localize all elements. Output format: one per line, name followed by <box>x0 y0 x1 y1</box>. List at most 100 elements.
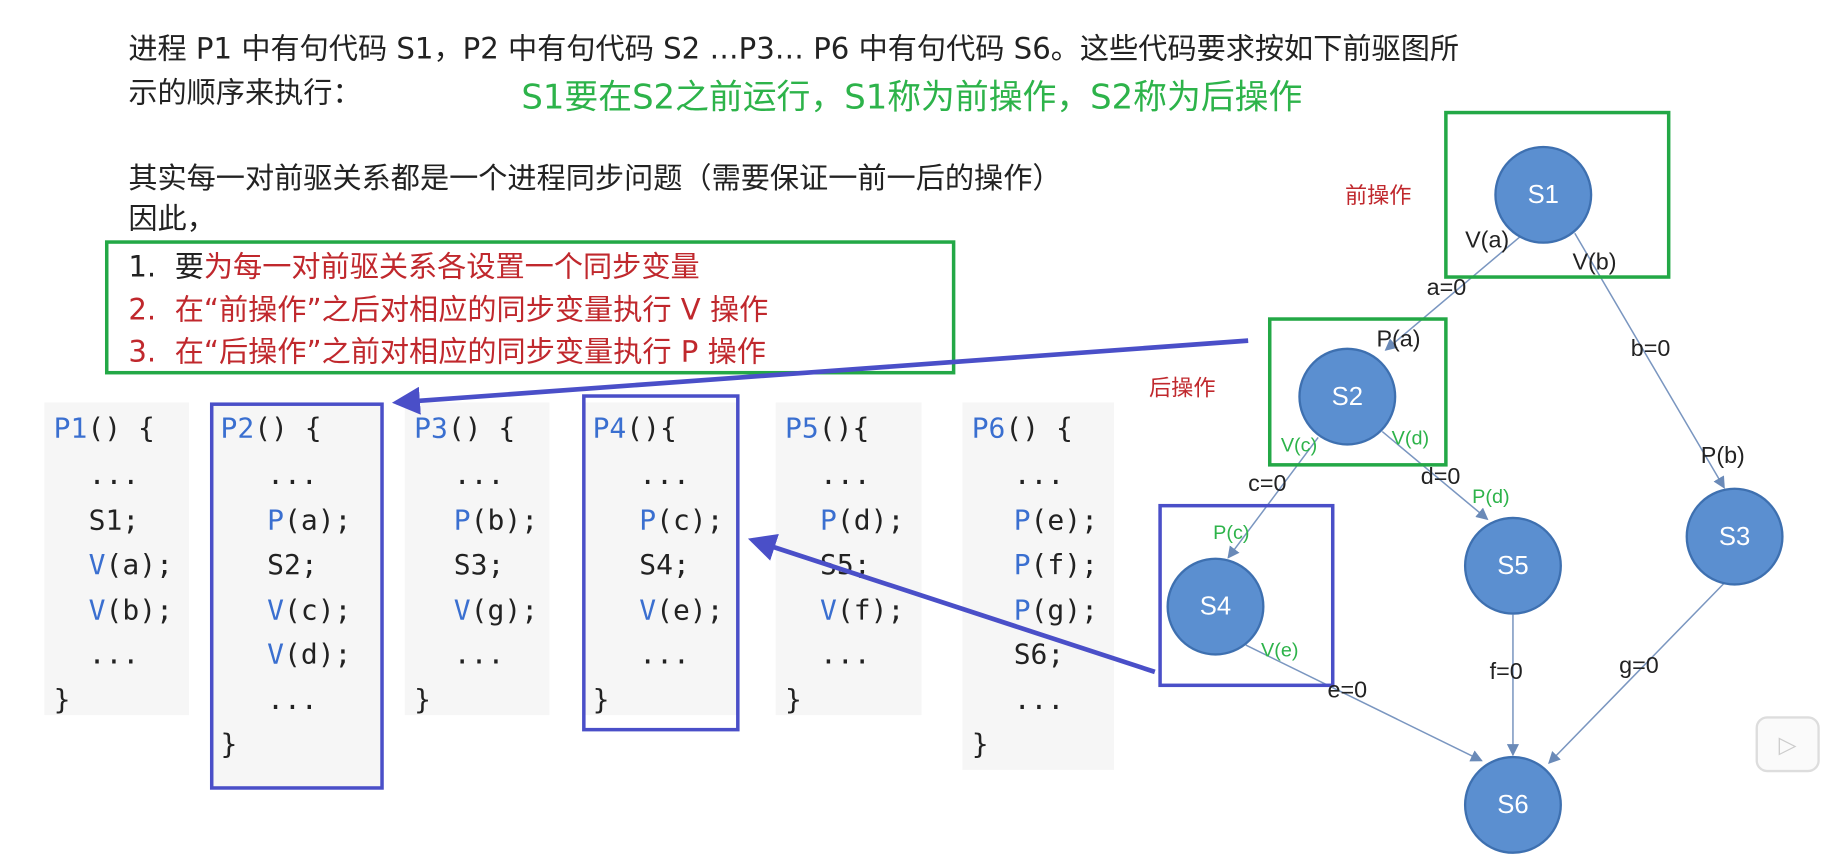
label-d0: d=0 <box>1420 464 1461 490</box>
intro-line-2: 示的顺序来执行： <box>128 75 362 110</box>
s2-highlight-box <box>1267 317 1448 467</box>
code-line: P(b); <box>454 503 538 536</box>
code-token: P5 <box>785 411 819 445</box>
rule-num: 3. <box>128 334 157 369</box>
code-line: V(c); <box>267 593 351 626</box>
code-panel-p2: P2() {...P(a);S2;V(c);V(d);...} <box>211 402 383 788</box>
code-header: P6() { <box>972 412 1073 445</box>
code-token: P6 <box>971 411 1006 445</box>
node-s3: S3 <box>1685 487 1784 586</box>
code-token: V <box>88 593 106 626</box>
rule-text: 在“前操作”之后对相应的同步变量执行 V 操作 <box>174 292 769 327</box>
code-token: ... <box>453 638 505 671</box>
code-line: ... <box>1014 458 1065 491</box>
code-token: (b); <box>470 503 539 537</box>
code-header: P1() { <box>54 412 155 445</box>
node-s6: S6 <box>1463 755 1562 854</box>
label-pd: P(d) <box>1472 485 1510 508</box>
code-token: P <box>1013 593 1031 626</box>
label-pc: P(c) <box>1213 521 1250 544</box>
code-end: } <box>593 683 610 716</box>
code-token: S6; <box>1013 638 1065 671</box>
code-token: P <box>267 503 284 537</box>
code-token: (e); <box>656 593 724 626</box>
code-token: V <box>267 593 284 626</box>
code-token: P <box>1013 503 1031 537</box>
arrow-to-p4 <box>747 534 1156 675</box>
code-token: ... <box>267 682 318 716</box>
code-panel-p6: P6() {...P(e);P(f);P(g);S6;...} <box>962 402 1115 770</box>
code-token: } <box>971 727 989 761</box>
code-token: S2; <box>267 548 318 581</box>
code-token: ... <box>453 458 505 492</box>
code-line: P(d); <box>820 503 904 536</box>
code-token: S3; <box>453 548 505 581</box>
code-line: P(g); <box>1014 593 1098 626</box>
rule-prefix: 要 <box>174 249 204 284</box>
edge-s3-s6 <box>1548 582 1725 764</box>
code-token: (f); <box>1030 548 1098 581</box>
label-pb: P(b) <box>1700 443 1745 469</box>
label-vd: V(d) <box>1391 426 1430 450</box>
green-note: S1要在S2之前运行，S1称为前操作，S2称为后操作 <box>521 76 1303 117</box>
label-b0: b=0 <box>1630 335 1671 362</box>
code-token: } <box>220 727 238 761</box>
rule-num: 2. <box>128 292 157 327</box>
rule-text: 为每一对前驱关系各设置一个同步变量 <box>203 249 700 284</box>
edge-s4-s6 <box>1245 644 1483 762</box>
code-token: ... <box>267 458 318 492</box>
code-token: V <box>88 548 106 581</box>
label-ve: V(e) <box>1260 639 1299 662</box>
code-token: ... <box>820 638 871 671</box>
code-line: S3; <box>454 548 505 581</box>
code-header: P4(){ <box>593 412 677 445</box>
code-line: ... <box>820 458 871 491</box>
code-token: () { <box>447 411 516 445</box>
code-line: V(g); <box>454 593 538 626</box>
code-token: } <box>53 682 71 716</box>
rule-text: 在“后操作”之前对相应的同步变量执行 P 操作 <box>174 334 766 369</box>
code-token: (d); <box>836 503 905 537</box>
code-token: ... <box>639 638 690 671</box>
post-op-label: 后操作 <box>1149 375 1216 402</box>
code-token: (c); <box>656 503 724 537</box>
code-line: V(f); <box>820 593 904 626</box>
intro-line-3: 其实每一对前驱关系都是一个进程同步问题（需要保证一前一后的操作） <box>128 160 1062 195</box>
code-line: ... <box>639 458 690 491</box>
code-token: V <box>267 638 284 671</box>
code-token: P3 <box>414 411 448 445</box>
code-line: V(a); <box>89 548 173 581</box>
code-token: ... <box>639 458 690 492</box>
code-line: P(e); <box>1014 503 1098 536</box>
code-line: P(a); <box>267 503 351 536</box>
code-token: (g); <box>1030 593 1098 626</box>
s1-highlight-box <box>1444 110 1671 279</box>
code-line: S1; <box>89 503 140 536</box>
code-token: (e); <box>1030 503 1098 537</box>
code-panel-p4: P4(){...P(c);S4;V(e);...} <box>583 402 739 716</box>
code-token: (g); <box>470 593 539 626</box>
code-token: } <box>785 682 802 716</box>
label-vb: V(b) <box>1572 249 1617 276</box>
node-s4: S4 <box>1166 557 1265 656</box>
rules-box <box>104 240 956 375</box>
label-va: V(a) <box>1465 227 1510 254</box>
code-line: P(f); <box>1014 548 1098 581</box>
code-token: () { <box>254 411 322 445</box>
edge-s1-s2 <box>1384 236 1521 351</box>
p4-highlight-box <box>582 394 740 732</box>
code-line: ... <box>454 458 505 491</box>
node-s5: S5 <box>1463 516 1562 615</box>
p2-highlight-box <box>209 402 384 790</box>
edge-s2-s4 <box>1227 436 1319 559</box>
code-token: } <box>414 682 431 716</box>
code-line: S2; <box>267 548 318 581</box>
video-play-icon[interactable]: ▷ <box>1755 716 1820 773</box>
code-token: P <box>453 503 471 537</box>
code-token: ... <box>1013 458 1065 492</box>
code-header: P5(){ <box>785 412 869 445</box>
code-token: P2 <box>220 411 255 445</box>
code-panel-p3: P3() {... P(b); S3; V(g);...} <box>404 402 550 716</box>
label-a0: a=0 <box>1426 275 1467 301</box>
